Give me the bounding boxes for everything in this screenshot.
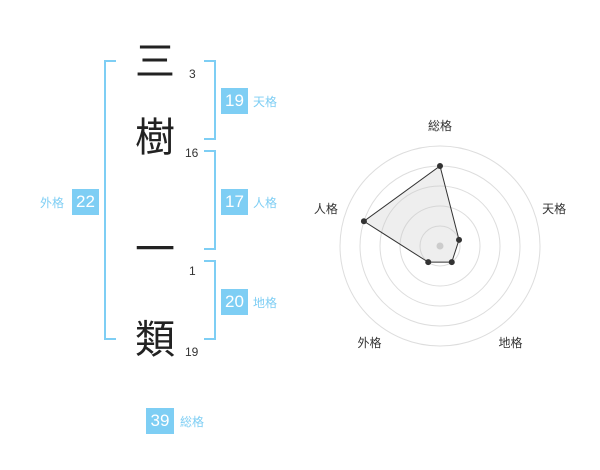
- chikaku-value: 20: [221, 289, 248, 315]
- radar-grid-ring: [379, 185, 501, 307]
- radar-point: [456, 236, 463, 243]
- gaikaku-value: 22: [72, 189, 99, 215]
- soukaku-value: 39: [146, 408, 174, 434]
- tenkaku-value: 19: [221, 88, 248, 114]
- radar-point: [437, 163, 443, 169]
- radar-axis-label: 地格: [499, 335, 523, 350]
- soukaku-label: 総格: [180, 415, 205, 429]
- chikaku-bracket: [204, 260, 216, 340]
- gaikaku-bracket: [104, 60, 116, 340]
- name-char-2: 樹: [135, 115, 175, 161]
- radar-grid-ring: [419, 225, 461, 267]
- tenkaku-bracket: [204, 60, 216, 140]
- radar-point: [448, 259, 455, 266]
- jinkaku-label: 人格: [253, 196, 278, 210]
- tenkaku-label: 天格: [253, 95, 278, 109]
- chikaku-label: 地格: [253, 296, 278, 310]
- stroke-count-4: 19: [185, 345, 199, 359]
- radar-grid-ring: [339, 145, 541, 347]
- name-char-1: 三: [135, 39, 175, 85]
- name-char-4: 類: [135, 317, 175, 363]
- stroke-count-2: 16: [185, 146, 199, 160]
- radar-point: [360, 218, 367, 225]
- jinkaku-value: 17: [221, 189, 248, 215]
- radar-axis-label: 総格: [428, 118, 452, 133]
- radar-center-dot: [436, 242, 444, 250]
- radar-point: [425, 259, 432, 266]
- stroke-count-3: 1: [189, 264, 196, 278]
- jinkaku-bracket: [204, 150, 216, 250]
- name-char-3: 一: [135, 227, 175, 273]
- radar-axis-label: 人格: [314, 201, 338, 216]
- radar-grid-ring: [399, 205, 481, 287]
- radar-axis-label: 天格: [542, 201, 566, 216]
- gaikaku-label: 外格: [40, 196, 65, 210]
- stroke-count-1: 3: [189, 67, 196, 81]
- radar-series-area: [363, 165, 460, 263]
- radar-axis-label: 外格: [357, 335, 381, 350]
